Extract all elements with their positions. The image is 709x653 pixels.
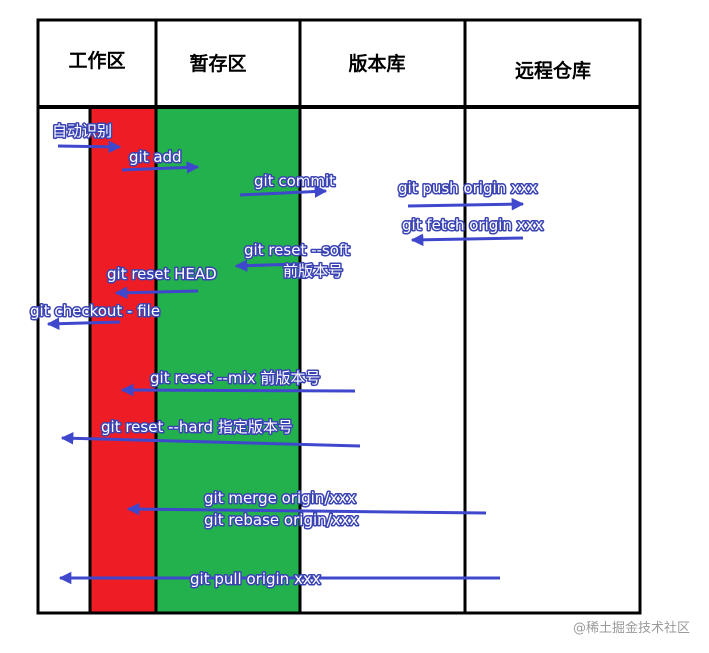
arrow-git-reset-head — [114, 286, 199, 300]
label-git-reset-hard: git reset --hard 指定版本号 — [101, 418, 293, 436]
header-remote: 远程仓库 — [515, 59, 591, 82]
arrow-git-fetch — [410, 233, 524, 247]
label-git-reset-soft-line2: 前版本号 — [283, 262, 343, 280]
label-git-merge: git merge origin/xxx — [204, 489, 356, 507]
label-git-rebase: git rebase origin/xxx — [204, 511, 358, 529]
arrow-git-push — [407, 197, 525, 211]
header-workspace: 工作区 — [68, 49, 125, 72]
arrow-git-reset-hard — [60, 432, 361, 448]
label-git-add: git add — [129, 148, 182, 166]
label-git-reset-head: git reset HEAD — [107, 265, 217, 283]
arrow-git-add — [121, 161, 200, 174]
label-auto-detect: 自动识别 — [52, 122, 112, 140]
arrow-git-commit — [239, 185, 328, 198]
label-git-reset-mix: git reset --mix 前版本号 — [150, 369, 320, 387]
table-grid — [36, 18, 642, 615]
header-repository: 版本库 — [348, 52, 405, 75]
arrow-git-checkout — [46, 317, 121, 330]
arrow-git-reset-soft — [234, 259, 301, 272]
label-git-push: git push origin xxx — [398, 179, 538, 197]
workspace-red-band — [90, 108, 156, 613]
label-git-pull: git pull origin xxx — [190, 570, 321, 588]
header-staging: 暂存区 — [189, 52, 246, 75]
label-git-reset-soft: git reset --soft — [244, 241, 350, 259]
label-git-fetch: git fetch origin xxx — [402, 216, 543, 234]
watermark: @稀土掘金技术社区 — [573, 620, 690, 636]
arrow-git-reset-mix — [120, 383, 356, 397]
arrow-auto-detect — [57, 140, 122, 154]
arrow-git-merge-rebase — [126, 502, 487, 516]
label-git-checkout: git checkout - file — [30, 302, 160, 320]
label-git-commit: git commit — [254, 172, 335, 190]
